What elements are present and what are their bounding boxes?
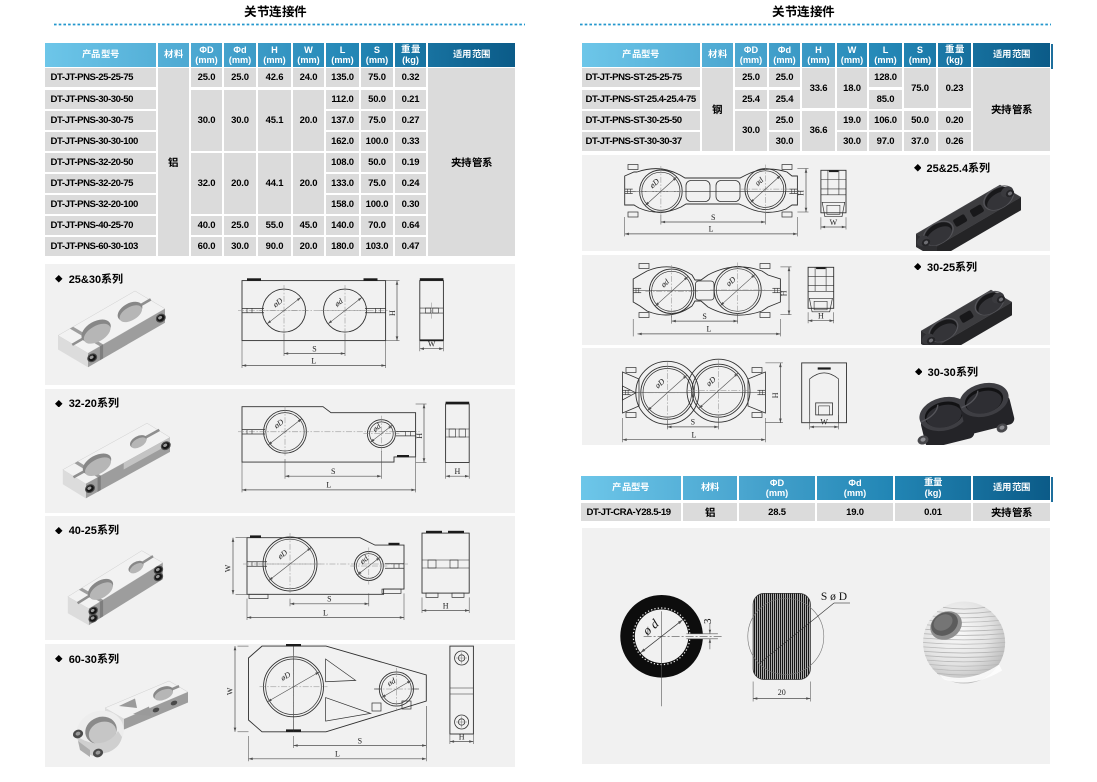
svg-text:S: S — [331, 467, 335, 476]
svg-text:H: H — [455, 467, 461, 476]
svg-text:H: H — [415, 432, 424, 438]
svg-text:øD: øD — [652, 377, 666, 391]
svg-text:ød: ød — [332, 296, 345, 309]
svg-text:S: S — [691, 418, 695, 427]
svg-text:ød: ød — [753, 175, 766, 188]
svg-text:øD: øD — [704, 375, 718, 389]
svg-text:W: W — [428, 340, 436, 349]
svg-text:L: L — [692, 431, 697, 440]
svg-text:W: W — [226, 687, 235, 695]
svg-text:W: W — [224, 564, 233, 572]
svg-text:L: L — [311, 357, 316, 366]
svg-text:L: L — [709, 225, 714, 234]
svg-text:H: H — [780, 290, 789, 296]
svg-text:øD: øD — [647, 177, 661, 191]
svg-text:øD: øD — [723, 274, 737, 288]
svg-text:3: 3 — [702, 618, 714, 624]
svg-text:øD: øD — [271, 417, 285, 431]
svg-text:H: H — [443, 601, 449, 610]
svg-text:øD: øD — [275, 547, 289, 561]
svg-text:H: H — [797, 190, 806, 196]
svg-text:ød: ød — [658, 276, 671, 289]
svg-text:W: W — [830, 218, 838, 227]
svg-text:H: H — [771, 392, 780, 398]
svg-text:L: L — [323, 608, 328, 617]
svg-text:H: H — [388, 310, 397, 316]
svg-text:L: L — [326, 480, 331, 489]
svg-text:H: H — [818, 311, 824, 320]
svg-text:S ø D: S ø D — [821, 591, 847, 603]
svg-text:L: L — [335, 750, 340, 759]
svg-text:S: S — [312, 345, 316, 354]
svg-text:S: S — [702, 311, 706, 320]
svg-text:H: H — [459, 732, 465, 741]
svg-text:S: S — [711, 213, 715, 222]
svg-text:L: L — [707, 324, 712, 333]
svg-text:S: S — [327, 594, 331, 603]
svg-text:øD: øD — [270, 296, 284, 310]
svg-text:øD: øD — [278, 670, 292, 683]
svg-text:W: W — [820, 418, 828, 427]
svg-text:20: 20 — [778, 688, 786, 697]
svg-text:S: S — [358, 736, 362, 745]
